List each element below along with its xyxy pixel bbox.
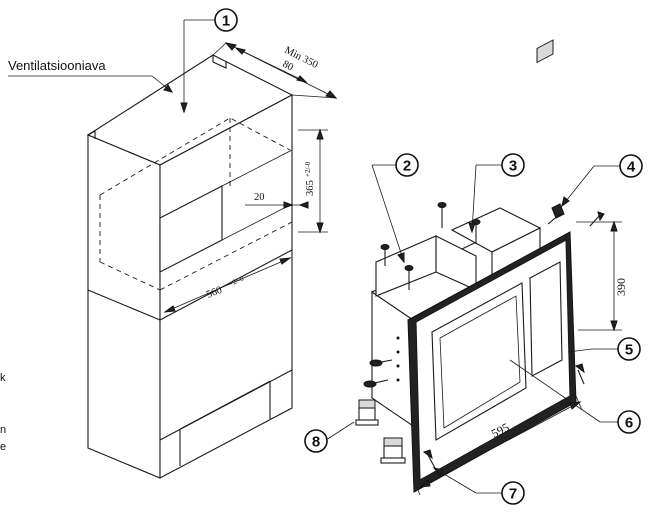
screw-icon: [437, 202, 447, 228]
foot-icon: [380, 437, 406, 464]
callout-6-number: 6: [625, 415, 633, 432]
vent-width-label: 80: [281, 59, 295, 74]
frame-width-line: [419, 401, 581, 488]
screw-icon: [369, 359, 393, 367]
foot-icon: [355, 399, 379, 426]
cropped-text: k n e: [0, 372, 6, 453]
screw-icon: [404, 265, 414, 290]
cavity-width-label: 560: [205, 285, 224, 301]
callouts: 1 2 3 4 5 6 7: [180, 8, 643, 505]
svg-text:365: 365: [305, 180, 316, 196]
screw-icon: [363, 379, 389, 388]
callout-2-number: 2: [403, 158, 411, 175]
callout-5-number: 5: [625, 342, 633, 359]
vent-label: Ventilatsiooniava: [8, 58, 106, 73]
cabinet-front: [87, 134, 161, 479]
screw-icon: [422, 449, 437, 471]
vent-annotation: Ventilatsiooniava: [8, 58, 174, 93]
cabinet: [86, 54, 294, 479]
cavity-height-tolerance: +2/-0: [304, 161, 312, 177]
screw-icon: [380, 244, 390, 266]
edge-fragment: e: [0, 441, 6, 453]
oven-assembly: [355, 39, 605, 493]
callout-1: [214, 8, 238, 32]
callout-7: [501, 481, 525, 505]
screw-icon: [574, 363, 585, 385]
control-panel: [529, 261, 563, 377]
callout-1-number: 1: [222, 13, 230, 30]
edge-fragment: n: [0, 424, 6, 436]
callout-8: [304, 429, 328, 453]
screw-icon: [547, 203, 565, 225]
callout-4-number: 4: [627, 159, 636, 176]
callout-3-number: 3: [509, 158, 517, 175]
gap-label: 20: [254, 192, 265, 203]
screw-icon: [589, 211, 605, 227]
callout-2: [395, 153, 419, 177]
cavity-width-line: [164, 257, 291, 313]
cabinet-side: [159, 94, 293, 479]
callout-5: [617, 337, 641, 361]
vent-dimension-line: [235, 47, 307, 83]
callout-7-number: 7: [509, 486, 517, 503]
callout-6: [617, 410, 641, 434]
callout-3: [501, 153, 525, 177]
cavity-height-label: 365: [305, 180, 316, 196]
door-window: [431, 282, 527, 441]
callout-4: [619, 154, 643, 178]
edge-fragment: k: [0, 372, 6, 384]
callout-8-number: 8: [312, 434, 320, 451]
frame-height-label: 390: [614, 278, 628, 296]
